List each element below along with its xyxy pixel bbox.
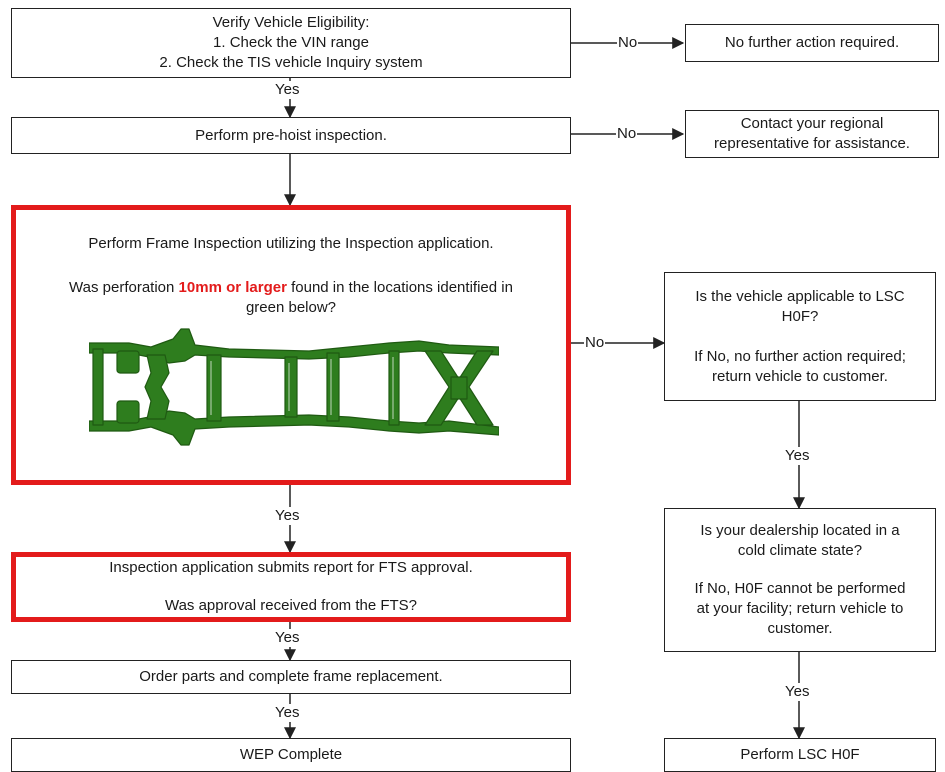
edge-label-no: No	[584, 334, 606, 352]
edge-label-yes: Yes	[784, 683, 811, 701]
pre-hoist-box: Perform pre-hoist inspection.	[11, 117, 571, 154]
crossmember-4	[326, 352, 340, 422]
cold-note-1: If No, H0F cannot be performed	[694, 580, 906, 597]
lsc-question-1: Is the vehicle applicable to LSC	[695, 287, 905, 305]
cold-note-3: customer.	[767, 620, 833, 637]
crossmember-2	[206, 354, 222, 422]
perform-lsc-text: Perform LSC H0F	[740, 746, 860, 763]
contact-line-1: Contact your regional	[740, 115, 884, 132]
crossmember-3	[284, 356, 298, 418]
verify-step-2: 2. Check the TIS vehicle Inquiry system	[159, 54, 423, 71]
edge-label-no: No	[616, 125, 638, 143]
verify-eligibility-box: Verify Vehicle Eligibility: 1. Check the…	[11, 8, 571, 78]
verify-title: Verify Vehicle Eligibility:	[212, 14, 370, 31]
fts-approval-box: Inspection application submits report fo…	[11, 552, 571, 622]
perform-lsc-box: Perform LSC H0F	[664, 738, 936, 772]
edge-label-no: No	[617, 34, 639, 52]
frame-lower-rail	[89, 410, 499, 446]
crossmember-5	[388, 350, 400, 426]
lsc-applicable-box: Is the vehicle applicable to LSC H0F? If…	[664, 272, 936, 401]
frame-inspection-question-line-2: green below?	[245, 299, 337, 316]
cold-question-2: cold climate state?	[737, 542, 863, 559]
cold-climate-box: Is your dealership located in a cold cli…	[664, 508, 936, 652]
lsc-note-1: If No, no further action required;	[694, 347, 906, 365]
edge-label-yes: Yes	[274, 81, 301, 99]
rear-x-center	[450, 376, 468, 400]
edge-label-yes: Yes	[274, 704, 301, 722]
front-crossmember	[92, 348, 104, 426]
lsc-note-2: return vehicle to customer.	[712, 367, 888, 385]
front-suspension-crossmember	[144, 354, 170, 420]
wep-complete-text: WEP Complete	[239, 746, 343, 763]
order-parts-box: Order parts and complete frame replaceme…	[11, 660, 571, 694]
frame-inspection-question: Was perforation 10mm or larger found in …	[69, 279, 513, 296]
lsc-question-2: H0F?	[781, 307, 819, 325]
cold-question-1: Is your dealership located in a	[700, 522, 900, 539]
wep-complete-box: WEP Complete	[11, 738, 571, 772]
edge-label-yes: Yes	[784, 447, 811, 465]
cold-note-2: at your facility; return vehicle to	[696, 600, 904, 617]
contact-representative-box: Contact your regional representative for…	[685, 110, 939, 158]
perforation-size-highlight: 10mm or larger	[178, 279, 287, 296]
front-mount-lower	[116, 400, 140, 424]
frame-inspection-instruction: Perform Frame Inspection utilizing the I…	[88, 235, 494, 252]
front-mount-upper	[116, 350, 140, 374]
edge-label-yes: Yes	[274, 507, 301, 525]
no-further-action-text: No further action required.	[724, 34, 900, 51]
contact-line-2: representative for assistance.	[714, 135, 910, 152]
frame-upper-rail	[89, 328, 499, 364]
order-parts-text: Order parts and complete frame replaceme…	[139, 668, 443, 685]
edge-label-yes: Yes	[274, 629, 301, 647]
fts-submit-text: Inspection application submits report fo…	[109, 559, 473, 576]
chassis-frame-diagram	[89, 328, 499, 446]
verify-step-1: 1. Check the VIN range	[213, 34, 369, 51]
pre-hoist-text: Perform pre-hoist inspection.	[195, 126, 387, 144]
no-further-action-box: No further action required.	[685, 24, 939, 62]
frame-inspection-box: Perform Frame Inspection utilizing the I…	[11, 205, 571, 485]
fts-approval-question: Was approval received from the FTS?	[164, 597, 418, 614]
